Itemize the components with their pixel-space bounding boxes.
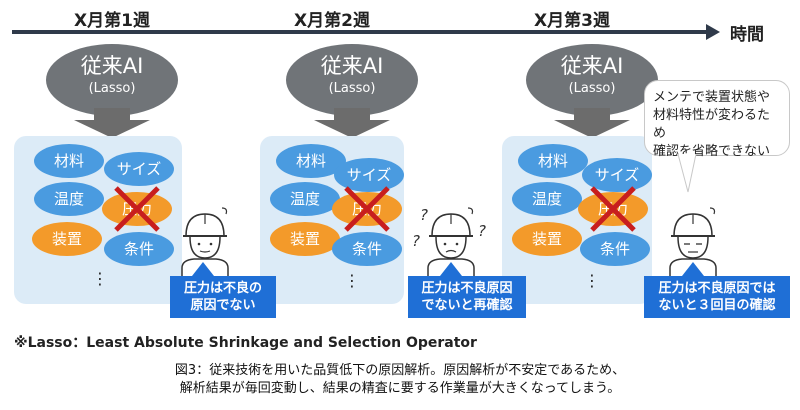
time-axis-label: 時間 [730, 25, 764, 45]
speech-line: 確認を省略できない [653, 144, 771, 159]
ai-model-2: 従来AI (Lasso) [286, 44, 418, 116]
factor-condition: 条件 [580, 232, 650, 266]
ai-subtitle: (Lasso) [88, 81, 136, 96]
speech-line: 材料特性が変わるため [653, 108, 771, 141]
down-arrow-icon [314, 108, 390, 138]
factor-panel-3: 材料 サイズ 温度 圧力 装置 条件 ⋮ [502, 136, 652, 304]
lasso-footnote: ※Lasso：Least Absolute Shrinkage and Sele… [14, 335, 477, 351]
callout-pointer-icon [682, 262, 704, 276]
speech-bubble: メンテで装置状態や 材料特性が変わるため 確認を省略できない [644, 80, 790, 159]
callout-pointer-icon [440, 262, 462, 276]
factor-material: 材料 [34, 144, 104, 178]
question-mark: ? [478, 222, 486, 240]
timeline-axis [12, 30, 712, 34]
factor-equipment: 装置 [270, 222, 340, 256]
factor-equipment: 装置 [32, 222, 102, 256]
callout-week-3: 圧力は不良原因では ないと３回目の確認 [644, 276, 790, 318]
more-factors-ellipsis: ⋮ [584, 271, 600, 290]
factor-panel-1: 材料 サイズ 温度 圧力 装置 条件 ⋮ [14, 136, 182, 304]
more-factors-ellipsis: ⋮ [92, 269, 108, 288]
down-arrow-icon [554, 108, 630, 138]
factor-condition: 条件 [104, 232, 174, 266]
question-mark: ? [420, 206, 428, 224]
callout-line: ないと３回目の確認 [658, 298, 776, 313]
worker-icon [427, 207, 475, 278]
factor-temperature: 温度 [512, 182, 582, 216]
ai-title: 従来AI [80, 54, 144, 78]
cross-mark-icon [114, 186, 160, 232]
factor-temperature: 温度 [34, 182, 104, 216]
speech-bubble-tail-icon [677, 154, 697, 193]
callout-line: でないと再確認 [421, 298, 513, 313]
figure-caption-line-2: 解析結果が毎回変動し、結果の精査に要する作業量が大きくなってしまう。 [179, 381, 621, 396]
callout-week-2: 圧力は不良原因 でないと再確認 [408, 276, 526, 318]
callout-line: 原因でない [190, 298, 256, 313]
cross-mark-icon [344, 186, 390, 232]
cross-mark-icon [590, 186, 636, 232]
figure-caption-line-1: 図3：従来技術を用いた品質低下の原因解析。原因解析が不安定であるため、 [174, 363, 626, 378]
factor-panel-2: 材料 サイズ 温度 圧力 装置 条件 ⋮ [260, 136, 404, 304]
factor-size: サイズ [334, 158, 404, 192]
more-factors-ellipsis: ⋮ [344, 271, 360, 290]
week-label-3: X月第3週 [534, 11, 610, 31]
ai-subtitle: (Lasso) [568, 81, 616, 96]
factor-equipment: 装置 [512, 222, 582, 256]
timeline-arrowhead-icon [706, 24, 720, 40]
question-mark: ? [412, 232, 420, 250]
callout-line: 圧力は不良原因 [421, 281, 513, 296]
factor-size: サイズ [582, 158, 652, 192]
ai-title: 従来AI [320, 54, 384, 78]
ai-title: 従来AI [560, 54, 624, 78]
ai-model-3: 従来AI (Lasso) [526, 44, 658, 116]
factor-temperature: 温度 [270, 182, 340, 216]
callout-pointer-icon [192, 262, 214, 276]
factor-condition: 条件 [332, 232, 402, 266]
ai-model-1: 従来AI (Lasso) [46, 44, 178, 116]
week-label-2: X月第2週 [294, 11, 370, 31]
factor-size: サイズ [104, 152, 174, 186]
speech-line: メンテで装置状態や [653, 90, 771, 105]
callout-line: 圧力は不良の [183, 281, 262, 296]
factor-material: 材料 [518, 144, 588, 178]
ai-subtitle: (Lasso) [328, 81, 376, 96]
callout-line: 圧力は不良原因では [658, 281, 776, 296]
week-label-1: X月第1週 [74, 11, 150, 31]
callout-week-1: 圧力は不良の 原因でない [170, 276, 276, 318]
down-arrow-icon [74, 108, 150, 138]
